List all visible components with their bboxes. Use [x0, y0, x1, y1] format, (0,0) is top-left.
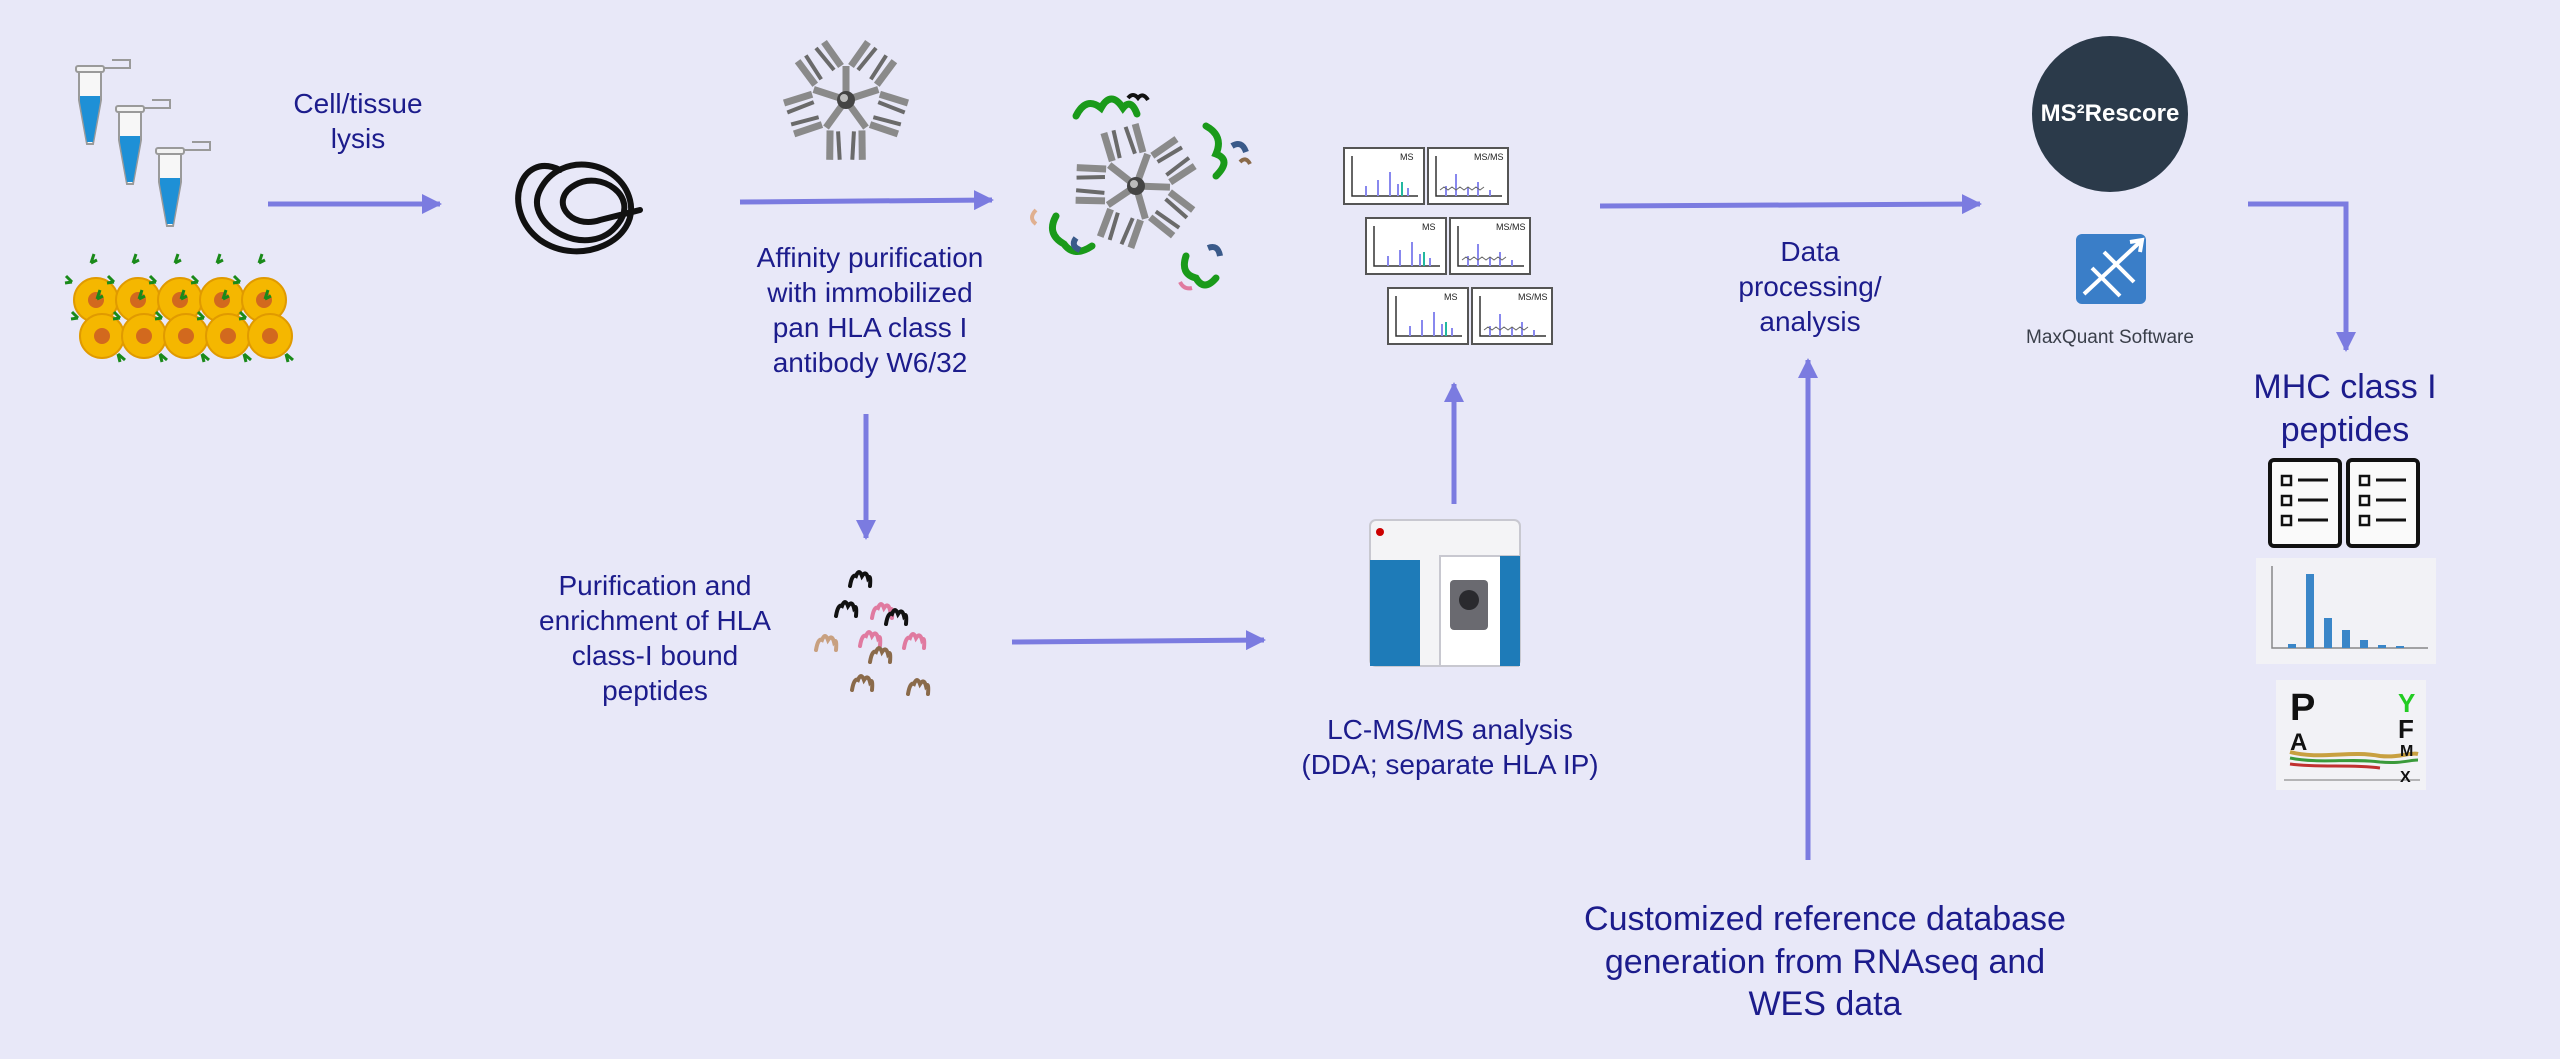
- lcms-analysis-label: LC-MS/MS analysis (DDA; separate HLA IP): [1301, 714, 1599, 780]
- arrow-to-mhc-peptides: [2248, 201, 2356, 352]
- arrow-spectra-to-software: [1599, 194, 1982, 215]
- ms-label: MS: [1400, 152, 1414, 162]
- lysis-label: Cell/tissue lysis: [293, 88, 423, 154]
- reference-database-label: Customized reference database generation…: [1584, 900, 2066, 1023]
- histogram-icon: [2256, 558, 2436, 664]
- arrow-lysate-to-antibody: [739, 190, 994, 211]
- checklist-icon: [2268, 458, 2342, 548]
- peptide-icon: [814, 570, 931, 696]
- logo-letter-m: M: [2400, 743, 2413, 760]
- sequence-logo-icon: P A Y F M X: [2276, 680, 2426, 790]
- msms-label: MS/MS: [1518, 292, 1548, 302]
- mhc-peptides-label: MHC class I peptides: [2253, 368, 2437, 449]
- data-processing-label: Data processing/ analysis: [1738, 236, 1882, 337]
- maxquant-label: MaxQuant Software: [2026, 327, 2194, 348]
- spectra-panel-labels: MS MS/MS MS MS/MS MS MS/MS: [1400, 152, 1548, 302]
- logo-letter-y: Y: [2398, 688, 2415, 718]
- logo-letter-a: A: [2290, 729, 2307, 756]
- checklist-icon: [2346, 458, 2420, 548]
- logo-letter-p: P: [2290, 687, 2315, 729]
- logo-letter-f: F: [2398, 714, 2414, 744]
- ms2rescore-logo: MS²Rescore: [2032, 36, 2188, 192]
- msms-label: MS/MS: [1496, 222, 1526, 232]
- purification-enrichment-label: Purification and enrichment of HLA class…: [539, 570, 771, 706]
- arrow-peptides-to-lcms: [1011, 630, 1266, 651]
- mass-spectrometer-icon: [1369, 519, 1521, 667]
- ms-label: MS: [1444, 292, 1458, 302]
- ms-label: MS: [1422, 222, 1436, 232]
- maxquant-icon: [2076, 234, 2146, 304]
- logo-letter-x: X: [2400, 769, 2411, 786]
- msms-label: MS/MS: [1474, 152, 1504, 162]
- affinity-purification-label: Affinity purification with immobilized p…: [756, 242, 984, 378]
- bead-antibody-complex-icon: [1030, 93, 1252, 291]
- antibody-icon: [782, 42, 911, 165]
- cell-cluster-icon: [63, 252, 295, 364]
- dna-squiggle-icon: [515, 161, 643, 255]
- tube-icon: [155, 141, 211, 227]
- spectra-panel-icon: [1343, 147, 1553, 345]
